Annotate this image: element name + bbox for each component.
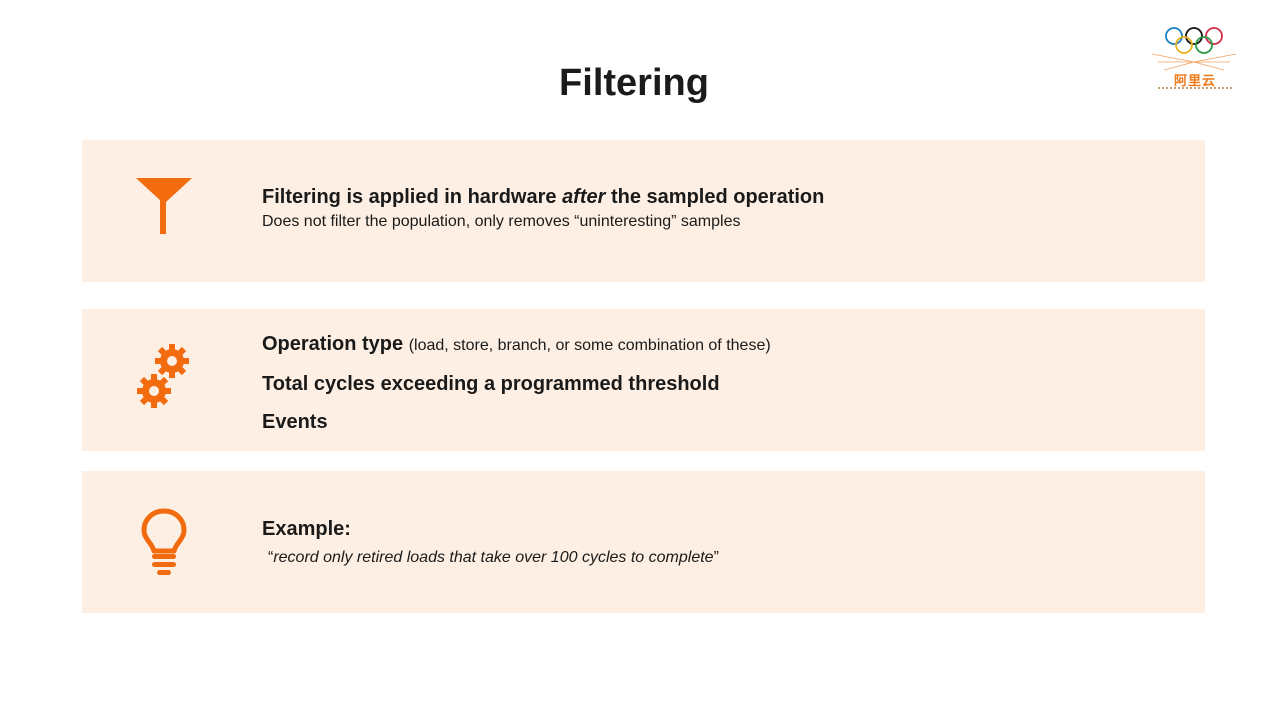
panel-subtext: Does not filter the population, only rem… [262, 213, 741, 230]
criteria-note: (load, store, branch, or some combinatio… [408, 337, 771, 354]
logo-text: 阿里云 [1173, 73, 1216, 88]
criteria-item-cycles-threshold: Total cycles exceeding a programmed thre… [262, 373, 720, 395]
emphasis-after: after [562, 186, 606, 208]
criteria-item-operation-type: Operation type (load, store, branch, or … [262, 333, 771, 355]
logo-subtitle-line [1158, 87, 1232, 92]
panel-heading: Filtering is applied in hardware after t… [262, 186, 825, 208]
gears-icon [137, 344, 189, 408]
example-heading: Example: [262, 518, 351, 540]
example-panel: Example: “record only retired loads that… [82, 471, 1205, 613]
funnel-icon [136, 178, 192, 234]
example-quote: “record only retired loads that take ove… [268, 549, 719, 566]
olympic-rings-logo [1151, 27, 1237, 71]
filtering-info-panel: Filtering is applied in hardware after t… [82, 140, 1205, 282]
page-title: Filtering [559, 62, 709, 104]
criteria-item-events: Events [262, 411, 328, 433]
lightbulb-icon [141, 508, 187, 575]
filter-criteria-panel: Operation type (load, store, branch, or … [82, 309, 1205, 451]
